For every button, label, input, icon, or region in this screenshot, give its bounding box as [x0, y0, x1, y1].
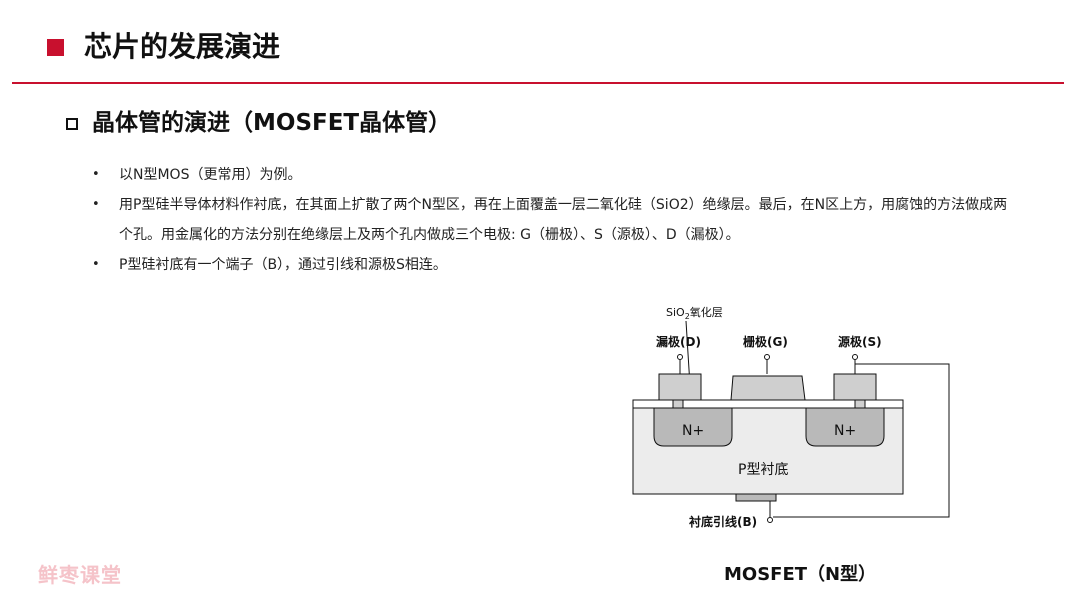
source-contact: [854, 399, 866, 409]
n-region-left-label: N+: [682, 423, 704, 439]
oxide-label-sub: 2: [685, 312, 690, 321]
source-label: 源极(S): [838, 334, 882, 349]
mosfet-svg: SiO2氧化层 漏极(D) 栅极(G) 源极(S) N+ N+ P型衬底: [632, 305, 950, 529]
oxide-label-suffix: 氧化层: [690, 305, 723, 319]
oxide-label-prefix: SiO: [666, 306, 685, 319]
body-label: 衬底引线(B): [689, 514, 757, 529]
mosfet-diagram: SiO2氧化层 漏极(D) 栅极(G) 源极(S) N+ N+ P型衬底: [600, 296, 960, 536]
watermark-logo: 鲜枣课堂: [38, 563, 122, 587]
drain-label: 漏极(D): [656, 334, 701, 349]
n-region-right: [805, 407, 885, 447]
bullet-item: 以N型MOS（更常用）为例。: [92, 160, 1012, 190]
bullet-item: P型硅衬底有一个端子（B），通过引线和源极S相连。: [92, 250, 1012, 280]
source-body-wire: [773, 363, 950, 518]
bullet-item: 用P型硅半导体材料作衬底，在其面上扩散了两个N型区，再在上面覆盖一层二氧化硅（S…: [92, 190, 1012, 250]
n-region-left: [653, 407, 733, 447]
gate-label: 栅极(G): [743, 334, 788, 349]
section-title: 晶体管的演进（MOSFET晶体管）: [92, 110, 452, 136]
title-divider: [12, 82, 1064, 84]
drain-contact: [672, 399, 684, 409]
drain-terminal: [677, 354, 683, 360]
source-terminal: [852, 354, 858, 360]
gate-terminal: [764, 354, 770, 360]
title-marker: [47, 39, 64, 56]
section-marker: [66, 118, 78, 130]
diagram-caption: MOSFET（N型）: [724, 564, 877, 585]
drain-electrode: [658, 373, 702, 401]
n-region-right-label: N+: [834, 423, 856, 439]
body-terminal: [767, 517, 773, 523]
source-electrode: [833, 373, 877, 401]
bullet-list: 以N型MOS（更常用）为例。 用P型硅半导体材料作衬底，在其面上扩散了两个N型区…: [92, 160, 1012, 280]
oxide-label: SiO2氧化层: [666, 305, 723, 321]
page-title: 芯片的发展演进: [84, 30, 281, 63]
body-contact: [735, 493, 777, 502]
gate-electrode: [730, 375, 806, 401]
substrate-label: P型衬底: [738, 462, 788, 478]
